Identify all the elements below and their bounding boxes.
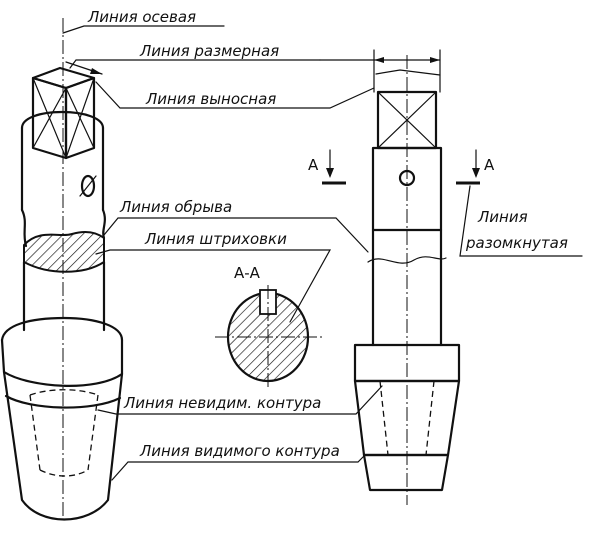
leader-extension <box>95 81 375 109</box>
hidden-line-2 <box>87 394 99 471</box>
leader-visible-contour <box>111 455 365 481</box>
front-view: А А <box>308 49 495 505</box>
body-hole <box>398 169 416 187</box>
label-visible-contour: Линия видимого контура <box>139 442 340 460</box>
dim-arrow-right <box>430 57 440 63</box>
leaders: Линия осевая Линия размерная Линия вынос… <box>62 8 583 481</box>
hole-axis <box>79 175 97 197</box>
dim-arrow-left <box>374 57 384 63</box>
body-block <box>371 146 443 232</box>
leader-break <box>103 217 369 253</box>
hidden-line-4 <box>29 389 99 396</box>
dim-arrow-left-iso <box>90 68 102 74</box>
section-arrowhead-right <box>472 168 480 178</box>
label-open-line-2: разомкнутая <box>465 234 568 252</box>
isometric-shaft <box>0 18 124 521</box>
taper-body <box>2 370 124 521</box>
leader-axial <box>62 25 225 34</box>
break-wave <box>367 256 447 264</box>
leader-open-line <box>459 185 583 257</box>
section-arrowhead-left <box>326 168 334 178</box>
hidden-line-3 <box>39 469 89 477</box>
leader-dimension <box>69 59 321 69</box>
hidden-inner-1 <box>379 380 389 456</box>
section-mark-label-left: А <box>308 156 319 174</box>
section-mark-label-right: А <box>484 156 495 174</box>
label-hatching: Линия штриховки <box>144 230 287 248</box>
break-line-left <box>20 208 28 248</box>
upper-cylinder-top <box>20 110 105 130</box>
taper-end <box>362 453 450 492</box>
label-hidden-contour: Линия невидим. контура <box>123 394 321 412</box>
label-dimension: Линия размерная <box>139 42 279 60</box>
section-view: А-А <box>215 264 322 390</box>
collar-top <box>0 316 124 342</box>
cross-hole <box>80 174 96 198</box>
break-line-right <box>101 208 106 240</box>
label-axial: Линия осевая <box>87 8 196 26</box>
square-cross-4 <box>65 77 95 159</box>
shank-cross-2 <box>377 91 437 149</box>
label-extension: Линия выносная <box>145 90 276 108</box>
leader-extension-right <box>375 69 441 76</box>
leader-hidden-contour <box>97 385 383 415</box>
hidden-line-1 <box>29 394 41 471</box>
label-open-line-1: Линия <box>477 208 528 226</box>
hidden-inner-2 <box>425 380 435 456</box>
leader-hatching <box>95 249 332 323</box>
taper-ring <box>4 394 122 409</box>
square-cross-2 <box>32 87 67 149</box>
label-break: Линия обрыва <box>119 198 232 216</box>
break-hatched-surface <box>23 230 105 273</box>
collar-body <box>0 338 124 387</box>
section-title: А-А <box>234 264 261 282</box>
